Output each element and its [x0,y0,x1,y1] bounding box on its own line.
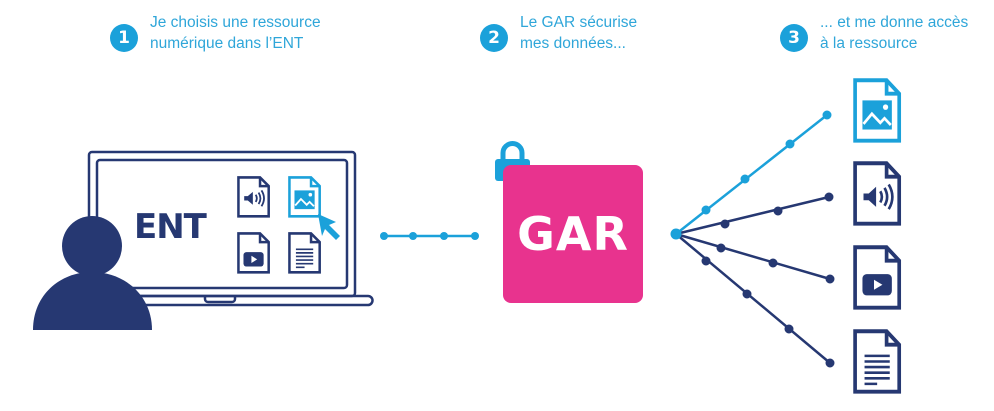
output-video-file-icon [853,245,902,310]
connector-to-audio [675,192,834,236]
step-caption-line: ... et me donne accès [820,14,969,31]
step-caption: Le GAR sécurise mes données... [520,12,637,54]
connector-dot [471,232,479,240]
step-caption-line: numérique dans l’ENT [150,35,304,52]
step-number-badge: 3 [780,24,808,52]
step-caption-line: mes données... [520,35,626,52]
gar-label: GAR [517,207,629,261]
step-caption-line: Je choisis une ressource [150,14,321,31]
step-number-badge: 1 [110,24,138,52]
output-text-file-icon [853,329,902,394]
image-file-icon [288,176,321,218]
step-caption-line: à la ressource [820,35,918,52]
step-caption: Je choisis une ressource numérique dans … [150,12,321,54]
connector-dot [380,232,388,240]
connector-ent-to-gar [380,232,479,240]
user-icon [33,216,152,330]
step-caption: ... et me donne accès à la ressource [820,12,968,54]
fan-out-connectors [670,110,835,368]
connector-dot [440,232,448,240]
step-2: 2 Le GAR sécurise mes données... [480,12,637,54]
connector-to-image [670,110,832,240]
connector-to-video [675,232,835,284]
video-file-icon [237,232,270,274]
ent-label: ENT [134,207,207,247]
output-audio-file-icon [853,161,902,226]
text-file-icon [288,232,321,274]
step-number-badge: 2 [480,24,508,52]
step-1: 1 Je choisis une ressource numérique dan… [110,12,321,54]
step-caption-line: Le GAR sécurise [520,14,638,31]
cursor-arrow-icon [318,214,340,240]
connector-to-text [675,233,835,368]
gar-box: GAR [503,165,643,303]
step-3: 3 ... et me donne accès à la ressource [780,12,968,54]
connector-dot [409,232,417,240]
audio-file-icon [237,176,270,218]
output-image-file-icon [853,78,902,143]
